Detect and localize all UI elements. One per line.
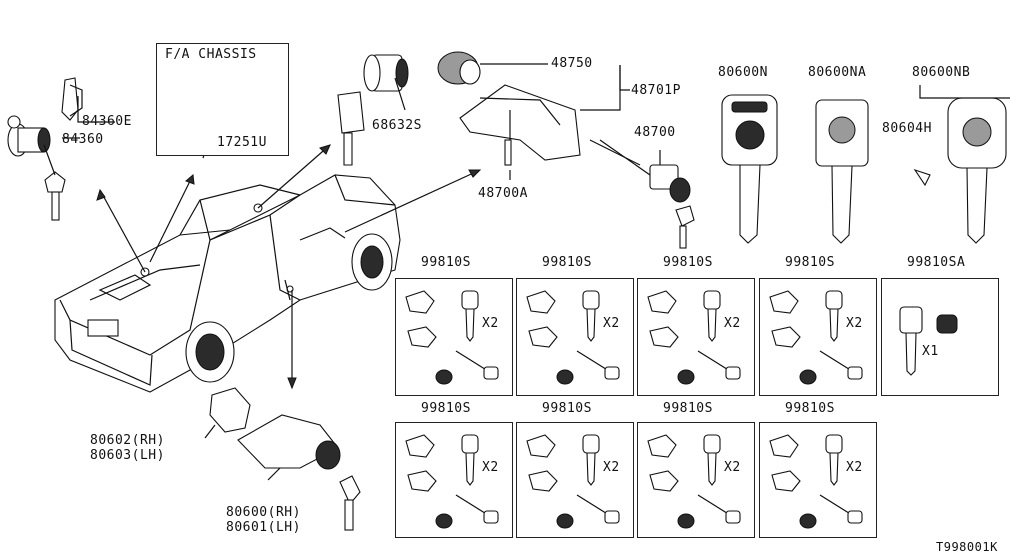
kit-parts-sketch [769, 434, 863, 529]
kit-label: 99810S [785, 401, 835, 416]
kit-label: 99810S [663, 255, 713, 270]
kit-qty: X2 [724, 316, 741, 331]
callout-48701P: 48701P [631, 83, 681, 98]
callout-80604H: 80604H [882, 121, 932, 136]
callout-80600NA: 80600NA [808, 65, 867, 80]
callout-48750: 48750 [551, 56, 593, 71]
trunk-lock-84360 [7, 77, 115, 221]
kit-qty: X2 [846, 460, 863, 475]
leader-arrows [96, 144, 482, 390]
glove-box-lock-68632S [337, 54, 409, 166]
kit-label: 99810S [542, 255, 592, 270]
kit-qty: X2 [603, 316, 620, 331]
kit-label: 99810S [421, 255, 471, 270]
callout-80600N: 80600N [718, 65, 768, 80]
kit-parts-sketch [769, 290, 863, 385]
kit-box: X2 [759, 278, 877, 396]
door-lock-80600 [204, 387, 361, 531]
fa-chassis-part-label: 17251U [217, 135, 267, 150]
kit-label: 99810S [421, 401, 471, 416]
kit-parts-sketch [405, 290, 499, 385]
kit-parts-sketch [405, 434, 499, 529]
callout-68632S: 68632S [372, 118, 422, 133]
kit-label: 99810SA [907, 255, 966, 270]
kit-parts-sketch [899, 306, 958, 376]
kit-box: X2 [395, 422, 513, 538]
kit-label: 99810S [663, 401, 713, 416]
callout-84360E: 84360E [82, 114, 132, 129]
kit-parts-sketch [526, 434, 620, 529]
callout-48700: 48700 [634, 125, 676, 140]
kit-qty: X2 [724, 460, 741, 475]
callout-80600: 80600(RH) [226, 505, 301, 520]
kit-parts-sketch [526, 290, 620, 385]
master-key-80600NA [815, 99, 869, 244]
kit-box: X2 [395, 278, 513, 396]
kit-box: X2 [759, 422, 877, 538]
kit-label: 99810S [785, 255, 835, 270]
ignition-lock-48701P [437, 51, 641, 180]
callout-80602: 80602(RH) [90, 433, 165, 448]
kit-qty: X2 [603, 460, 620, 475]
kit-qty: X2 [482, 316, 499, 331]
door-cylinder-48700 [599, 139, 695, 249]
callout-80600NB: 80600NB [912, 65, 971, 80]
pickup-truck-illustration [54, 174, 401, 393]
callout-80601: 80601(LH) [226, 520, 301, 535]
fa-chassis-title: F/A CHASSIS [165, 47, 257, 62]
kit-box: X2 [516, 422, 634, 538]
kit-parts-sketch [647, 434, 741, 529]
kit-parts-sketch [647, 290, 741, 385]
callout-84360: 84360 [62, 132, 104, 147]
kit-box: X2 [516, 278, 634, 396]
drawing-id: T998001K [936, 540, 998, 554]
kit-qty: X1 [922, 344, 939, 359]
kit-box: X2 [637, 278, 755, 396]
callout-48700A: 48700A [478, 186, 528, 201]
kit-box: X1 [881, 278, 999, 396]
kit-label: 99810S [542, 401, 592, 416]
master-key-80600NB [913, 85, 1010, 244]
kit-box: X2 [637, 422, 755, 538]
kit-qty: X2 [846, 316, 863, 331]
fa-chassis-box: F/A CHASSIS 17251U [156, 43, 289, 156]
callout-80603: 80603(LH) [90, 448, 165, 463]
kit-qty: X2 [482, 460, 499, 475]
master-key-80600N [721, 94, 778, 244]
